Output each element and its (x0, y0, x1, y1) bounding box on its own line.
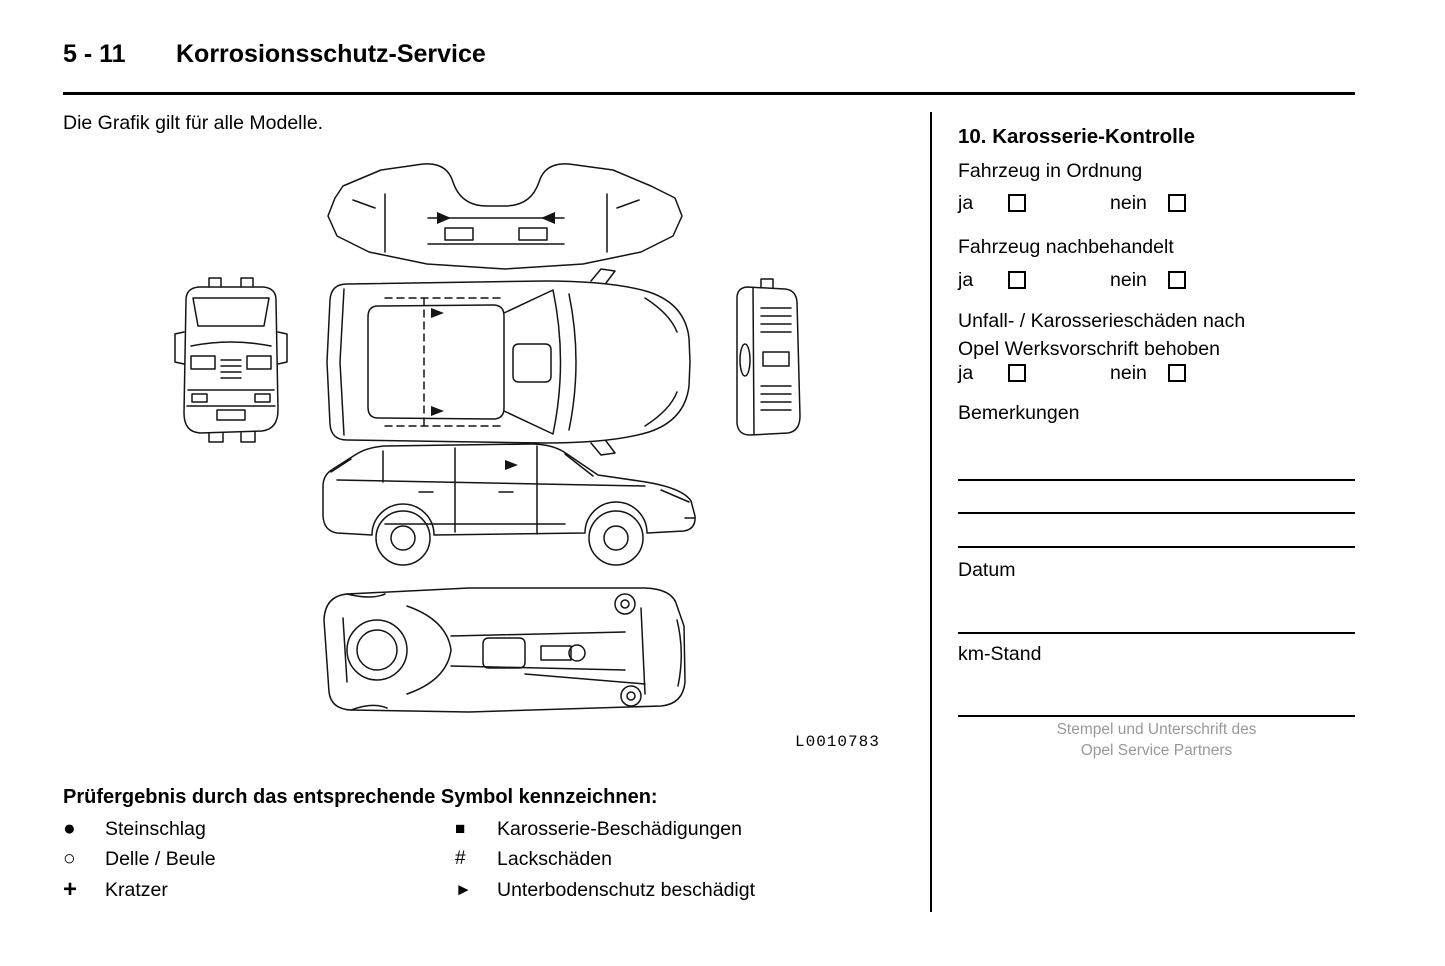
question-1-answers: ja nein (958, 192, 1186, 214)
legend-label: Karosserie-Beschädigungen (497, 817, 742, 840)
page-title: Korrosionsschutz-Service (176, 40, 486, 68)
nein-label: nein (1110, 361, 1147, 384)
question-2-nein-checkbox[interactable] (1168, 271, 1186, 289)
remarks-line-1 (958, 479, 1355, 481)
question-2-answers: ja nein (958, 269, 1186, 291)
remarks-label: Bemerkungen (958, 402, 1080, 424)
km-label: km-Stand (958, 643, 1042, 665)
figure-code: L0010783 (795, 733, 880, 751)
question-3-nein-checkbox[interactable] (1168, 364, 1186, 382)
stamp-note-line-1: Stempel und Unterschrift des (1056, 721, 1257, 738)
legend-item-unterbodenschutz: ► Unterbodenschutz beschädigt (455, 877, 755, 903)
question-1-nein-checkbox[interactable] (1168, 194, 1186, 212)
diagram-rear-view (736, 278, 801, 436)
kratzer-symbol: + (63, 876, 78, 903)
legend-title: Prüfergebnis durch das entsprechende Sym… (63, 786, 658, 808)
ja-label: ja (958, 361, 974, 384)
lackschaeden-symbol: # (455, 848, 466, 869)
date-label: Datum (958, 559, 1016, 581)
km-line (958, 715, 1355, 717)
legend-label: Steinschlag (105, 817, 206, 840)
diagram-top-plan-view (326, 268, 691, 456)
legend-label: Kratzer (105, 878, 168, 901)
column-divider (930, 112, 932, 912)
question-3-answers: ja nein (958, 362, 1186, 384)
page-number: 5 - 11 (63, 40, 126, 68)
legend-item-kratzer: + Kratzer (63, 876, 168, 903)
diagram-side-view (322, 443, 696, 566)
unterbodenschutz-symbol: ► (455, 880, 472, 899)
diagram-body-shell-top-view (327, 163, 683, 270)
question-3-label: Unfall- / Karosserieschäden nach Opel We… (958, 310, 1246, 360)
ja-label: ja (958, 268, 974, 291)
stamp-note: Stempel und Unterschrift des Opel Servic… (958, 720, 1355, 762)
remarks-line-2 (958, 512, 1355, 514)
diagram-front-view (174, 277, 288, 443)
legend-item-steinschlag: ● Steinschlag (63, 816, 206, 842)
question-3-ja-checkbox[interactable] (1008, 364, 1026, 382)
legend-label: Unterbodenschutz beschädigt (497, 878, 756, 901)
question-1-ja-checkbox[interactable] (1008, 194, 1026, 212)
question-2-ja-checkbox[interactable] (1008, 271, 1026, 289)
steinschlag-symbol: ● (63, 817, 76, 840)
question-2-label: Fahrzeug nachbehandelt (958, 236, 1174, 258)
remarks-line-3 (958, 546, 1355, 548)
diagram-underbody-view (323, 587, 686, 713)
legend-item-lackschaeden: # Lackschäden (455, 846, 612, 872)
figure-note: Die Grafik gilt für alle Modelle. (63, 112, 324, 134)
legend-item-karosserie-beschaedigungen: ■ Karosserie-Beschädigungen (455, 816, 742, 842)
legend-item-delle-beule: ○ Delle / Beule (63, 846, 216, 872)
nein-label: nein (1110, 268, 1147, 291)
legend-label: Lackschäden (497, 847, 612, 870)
header-divider (63, 92, 1355, 95)
ja-label: ja (958, 191, 974, 214)
form-title: 10. Karosserie-Kontrolle (958, 125, 1195, 148)
date-line (958, 632, 1355, 634)
stamp-note-line-2: Opel Service Partners (1080, 741, 1233, 759)
legend-label: Delle / Beule (105, 847, 216, 870)
delle-beule-symbol: ○ (63, 847, 76, 870)
karosserie-beschaedigungen-symbol: ■ (455, 819, 466, 838)
nein-label: nein (1110, 191, 1147, 214)
question-1-label: Fahrzeug in Ordnung (958, 160, 1143, 182)
car-damage-diagram (174, 163, 801, 713)
